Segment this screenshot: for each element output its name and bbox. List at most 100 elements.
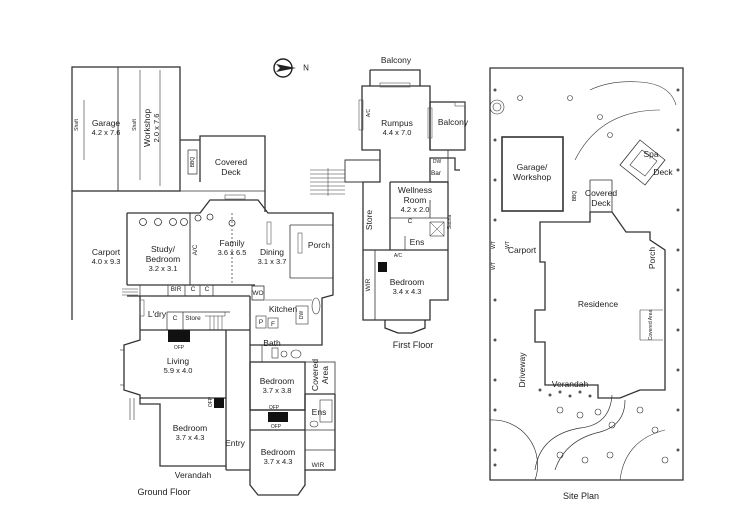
site-covered-deck-name2: Deck (591, 198, 611, 208)
room-garage-name: Garage (91, 118, 121, 128)
room-verandah: Verandah (174, 470, 212, 480)
room-workshop-name: Workshop (142, 108, 152, 148)
room-covered-deck-name2: Deck (221, 167, 241, 177)
room-balcony-top: Balcony (380, 55, 412, 65)
room-study-name: Study/ (150, 244, 176, 254)
room-family-name: Family (219, 238, 245, 248)
room-carport-name: Carport (91, 247, 121, 257)
site-wt-1: WT (491, 262, 497, 270)
room-covered-deck: Covered Deck (215, 157, 247, 177)
site-residence: Residence (577, 299, 619, 309)
room-bar: Bar (430, 170, 442, 177)
room-wir-ground: WIR (311, 462, 325, 469)
room-wir-first: WIR (365, 278, 372, 292)
room-bedroom-b-name: Bedroom (172, 423, 208, 433)
ofp-4-label: OFP (270, 424, 282, 430)
room-wellness-dim: 4.2 x 2.0 (400, 205, 430, 214)
room-store: Store (185, 315, 201, 322)
room-bath: Bath (263, 338, 281, 348)
ofp-2-label: OFP (208, 396, 214, 408)
room-wellness-name: Wellness (397, 185, 433, 195)
room-dining: Dining 3.1 x 3.7 (258, 247, 287, 267)
room-store-first: Store (364, 209, 374, 231)
caption-first-floor: First Floor (392, 340, 434, 350)
room-entry: Entry (225, 438, 245, 448)
ground-trees (139, 213, 236, 227)
room-covered-area-name2: Area (320, 366, 330, 384)
wo-label: WO (252, 290, 264, 297)
site-covered-area: Covered Area (648, 309, 654, 341)
cupboard-3-label: C (172, 315, 178, 322)
site-bbq-label: BBQ (572, 190, 578, 202)
site-carport: Carport (507, 245, 537, 255)
room-bedroom-a-dim: 3.7 x 3.8 (262, 386, 292, 395)
ground-covered-deck (180, 135, 266, 212)
bir-label: BIR (170, 286, 182, 293)
dw-label: DW (299, 310, 305, 320)
caption-site-plan: Site Plan (562, 491, 600, 501)
room-balcony-right: Balcony (437, 117, 469, 127)
sauna-label: Sauna (447, 214, 453, 230)
room-bedroom-b: Bedroom 3.7 x 4.3 (173, 423, 208, 443)
shaft-left-label: Shaft (74, 119, 80, 131)
site-garage-name: Garage/ (516, 162, 548, 172)
room-bedroom-first: Bedroom 3.4 x 4.3 (390, 277, 425, 297)
room-study-name2: Bedroom (145, 254, 181, 264)
room-bedroom-c-dim: 3.7 x 4.3 (263, 457, 293, 466)
room-rumpus: Rumpus 4.4 x 7.0 (381, 118, 413, 138)
room-rumpus-dim: 4.4 x 7.0 (382, 128, 412, 137)
site-verandah: Verandah (551, 379, 589, 389)
room-dining-name: Dining (259, 247, 285, 257)
room-bedroom-b-dim: 3.7 x 4.3 (175, 433, 205, 442)
ground-main-house (120, 199, 336, 496)
room-workshop: Workshop 2.0 x 7.6 (142, 109, 162, 147)
cupboard-1-label: C (190, 286, 196, 293)
room-wellness-name2: Room (403, 195, 427, 205)
ofp-3-label: OFP (268, 405, 280, 411)
room-laundry: L'dry (147, 309, 167, 319)
caption-ground-floor: Ground Floor (137, 487, 191, 497)
room-ens-ground: Ens (311, 407, 327, 417)
site-driveway: Driveway (517, 352, 527, 388)
room-bedroom-first-name: Bedroom (389, 277, 425, 287)
north-arrow-icon (273, 58, 296, 78)
room-living: Living 5.9 x 4.0 (164, 356, 193, 376)
room-garage-dim: 4.2 x 7.6 (91, 128, 121, 137)
window-marks (139, 82, 466, 317)
room-bedroom-c: Bedroom 3.7 x 4.3 (261, 447, 296, 467)
site-porch: Porch (647, 246, 657, 270)
ac-first-2-label: A/C (393, 253, 403, 259)
room-carport-dim: 4.0 x 9.3 (91, 257, 121, 266)
fridge-label: F (271, 321, 275, 328)
ofp-1-label: OFP (173, 345, 185, 351)
cupboard-first-label: C (407, 218, 413, 225)
room-porch: Porch (307, 240, 331, 250)
room-covered-area-name: Covered (310, 358, 320, 392)
site-wt-3: WT (491, 241, 497, 249)
pantry-label: P (258, 319, 264, 326)
room-workshop-dim: 2.0 x 7.6 (152, 113, 161, 143)
cupboard-2-label: C (204, 286, 210, 293)
room-bedroom-a: Bedroom 3.7 x 3.8 (260, 376, 295, 396)
room-bedroom-first-dim: 3.4 x 4.3 (392, 287, 422, 296)
room-bedroom-a-name: Bedroom (259, 376, 295, 386)
first-floor-outline (310, 69, 466, 334)
room-family: Family 3.6 x 6.5 (218, 238, 247, 258)
room-dining-dim: 3.1 x 3.7 (257, 257, 287, 266)
site-garage: Garage/ Workshop (513, 162, 551, 182)
ground-garage-block (71, 66, 201, 320)
site-covered-deck-name: Covered (584, 188, 618, 198)
room-covered-area: Covered Area (310, 359, 330, 391)
room-study-dim: 3.2 x 3.1 (148, 264, 178, 273)
room-study: Study/ Bedroom 3.2 x 3.1 (146, 244, 181, 274)
site-garage-name2: Workshop (512, 172, 552, 182)
room-garage: Garage 4.2 x 7.6 (92, 118, 121, 138)
room-family-dim: 3.6 x 6.5 (217, 248, 247, 257)
ac-first-1-label: A/C (366, 108, 372, 118)
room-ens-first: Ens (409, 237, 425, 247)
room-covered-deck-name: Covered (214, 157, 248, 167)
fireplace-marks (168, 330, 288, 422)
room-wellness: Wellness Room 4.2 x 2.0 (398, 185, 432, 215)
room-living-name: Living (166, 356, 190, 366)
